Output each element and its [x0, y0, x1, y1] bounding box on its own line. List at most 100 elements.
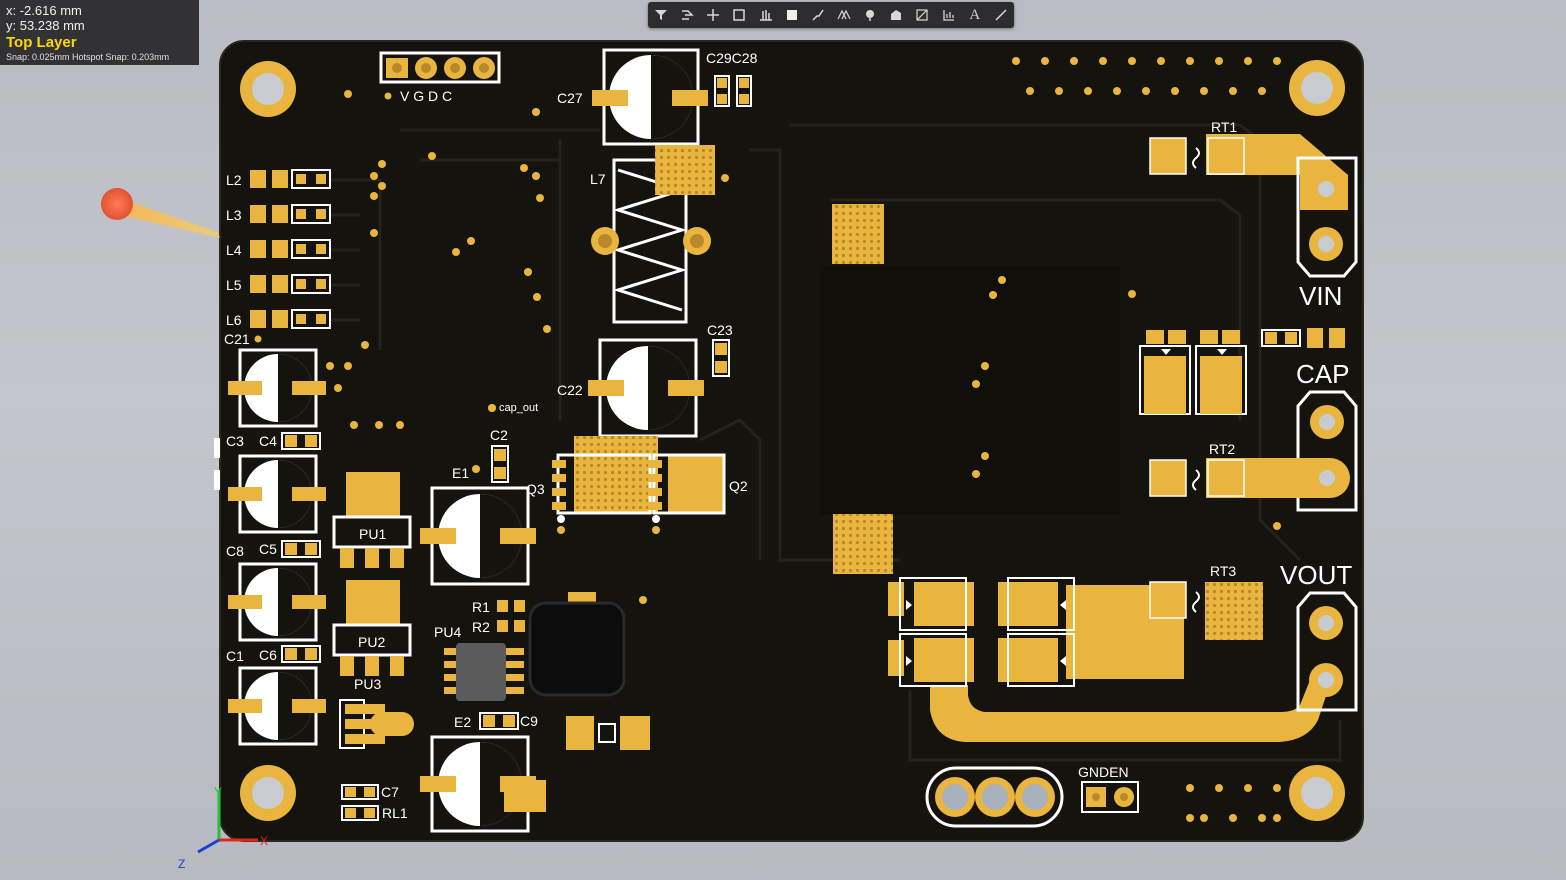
axis-label-y: Y — [214, 785, 222, 799]
capacitor-e1[interactable]: E1 — [420, 465, 536, 586]
capacitor-c5[interactable]: C5 — [259, 540, 321, 558]
label-c4: C4 — [259, 433, 277, 449]
label-c23: C23 — [707, 322, 733, 338]
pad-icon[interactable] — [859, 4, 881, 26]
snap-info: Snap: 0.025mm Hotspot Snap: 0.203mm — [6, 52, 170, 62]
polygon-icon[interactable] — [885, 4, 907, 26]
capacitor-c9[interactable]: C9 — [479, 712, 538, 730]
ic-pu4[interactable]: PU4 — [434, 624, 524, 701]
capacitor-e2[interactable]: E2 — [420, 714, 546, 833]
capacitor-c6[interactable]: C6 — [259, 645, 321, 663]
inner-traces — [330, 123, 1342, 762]
mosfet-q2[interactable]: Q2 — [648, 453, 748, 534]
label-pu3: PU3 — [354, 676, 381, 692]
label-rt1: RT1 — [1211, 119, 1237, 135]
label-l2: L2 — [226, 172, 242, 188]
label-vin: VIN — [1299, 281, 1342, 311]
mounting-holes — [240, 60, 1345, 821]
diode-bottom[interactable] — [566, 716, 650, 750]
thermistor-rt3[interactable]: RT3 — [1149, 563, 1263, 640]
header-3pin[interactable] — [925, 766, 1064, 828]
ground-plane — [820, 265, 1120, 515]
mosfet-q3[interactable]: Q3 — [526, 436, 658, 534]
label-c27: C27 — [557, 90, 583, 106]
diff-pair-icon[interactable] — [833, 4, 855, 26]
label-c1: C1 — [226, 648, 244, 664]
connector-vin[interactable]: VIN — [1296, 156, 1358, 311]
active-bar-toolbar: A — [648, 2, 1014, 28]
connector-vout[interactable]: VOUT — [1280, 560, 1358, 712]
label-pu4: PU4 — [434, 624, 461, 640]
label-rl1: RL1 — [382, 805, 408, 821]
cursor-x: x: -2.616 mm — [6, 3, 82, 18]
label-c7: C7 — [381, 784, 399, 800]
regulator-pu1[interactable]: PU1 — [332, 472, 412, 568]
capacitor-c8[interactable]: C8 — [226, 543, 326, 642]
solid-region-icon[interactable] — [781, 4, 803, 26]
label-e1: E1 — [452, 465, 469, 481]
power-inductor[interactable] — [528, 592, 626, 697]
connector-cap[interactable]: CAP — [1296, 359, 1358, 512]
label-l4: L4 — [226, 242, 242, 258]
inductors-l2-l6[interactable]: L2 L3 L4 L5 L6 — [226, 169, 331, 329]
label-l3: L3 — [226, 207, 242, 223]
testpoint-cap-out[interactable]: cap_out — [488, 402, 538, 414]
label-q3: Q3 — [526, 481, 545, 497]
interactive-route-icon[interactable] — [807, 4, 829, 26]
label-r2: R2 — [472, 619, 490, 635]
capacitor-c4[interactable]: C4 — [259, 432, 321, 450]
capacitors-c29-c28[interactable]: C29C28 — [706, 50, 758, 107]
header-vgdc[interactable]: V G D C — [379, 51, 501, 104]
resistors-r1-r2[interactable]: R1 R2 — [472, 599, 525, 635]
label-rt2: RT2 — [1209, 441, 1235, 457]
capacitor-c23[interactable]: C23 — [707, 322, 733, 377]
capacitor-c21[interactable]: C21 — [224, 331, 326, 428]
text-icon[interactable]: A — [969, 6, 981, 23]
label-l7: L7 — [590, 171, 606, 187]
capacitor-c7[interactable]: C7 — [341, 784, 399, 800]
capacitor-near-vin[interactable] — [1261, 328, 1345, 348]
regulator-pu3[interactable]: PU3 — [339, 676, 414, 749]
label-cap-out: cap_out — [499, 402, 538, 414]
active-layer: Top Layer — [6, 34, 77, 51]
cursor-y: y: 53.238 mm — [6, 18, 85, 33]
capacitor-c27[interactable]: C27 — [557, 48, 708, 146]
axis-label-z: Z — [178, 857, 185, 871]
capacitor-c2[interactable]: C2 — [490, 427, 509, 483]
filter-icon[interactable] — [650, 4, 672, 26]
label-c3: C3 — [226, 433, 244, 449]
axis-gizmo: Y X Z — [178, 785, 268, 871]
label-c22: C22 — [557, 382, 583, 398]
via-row-top — [1012, 57, 1281, 95]
coordinate-readout: x: -2.616 mm y: 53.238 mm Top Layer Snap… — [0, 0, 199, 65]
resistor-rl1[interactable]: RL1 — [341, 805, 408, 821]
inductor-l7[interactable]: L7 — [590, 145, 715, 324]
board-notch-2 — [214, 470, 220, 490]
label-l6: L6 — [226, 312, 242, 328]
board-notch-1 — [214, 438, 220, 458]
label-c29c28: C29C28 — [706, 50, 758, 66]
diodes-middle-right[interactable] — [1139, 330, 1247, 415]
via-array-top — [832, 204, 884, 264]
3d-cursor-pointer[interactable] — [101, 188, 220, 238]
thermistor-rt2[interactable]: RT2 — [1149, 441, 1350, 498]
via-array-mid — [833, 514, 893, 574]
capacitor-c1[interactable]: C1 — [226, 648, 326, 746]
capacitor-c3[interactable]: C3 — [226, 433, 326, 534]
label-gnden: GNDEN — [1078, 764, 1129, 780]
align-icon[interactable] — [755, 4, 777, 26]
route-icon[interactable] — [676, 4, 698, 26]
rectangle-select-icon[interactable] — [728, 4, 750, 26]
keepout-icon[interactable] — [911, 4, 933, 26]
label-pu2: PU2 — [358, 634, 385, 650]
label-c9: C9 — [520, 713, 538, 729]
header-gnd-en[interactable]: GNDEN — [1078, 764, 1139, 813]
label-r1: R1 — [472, 599, 490, 615]
chart-icon[interactable] — [938, 4, 960, 26]
line-icon[interactable] — [990, 4, 1012, 26]
scattered-vias — [326, 90, 1281, 822]
regulator-pu2[interactable]: PU2 — [332, 580, 412, 676]
label-c6: C6 — [259, 647, 277, 663]
crosshair-icon[interactable] — [702, 4, 724, 26]
